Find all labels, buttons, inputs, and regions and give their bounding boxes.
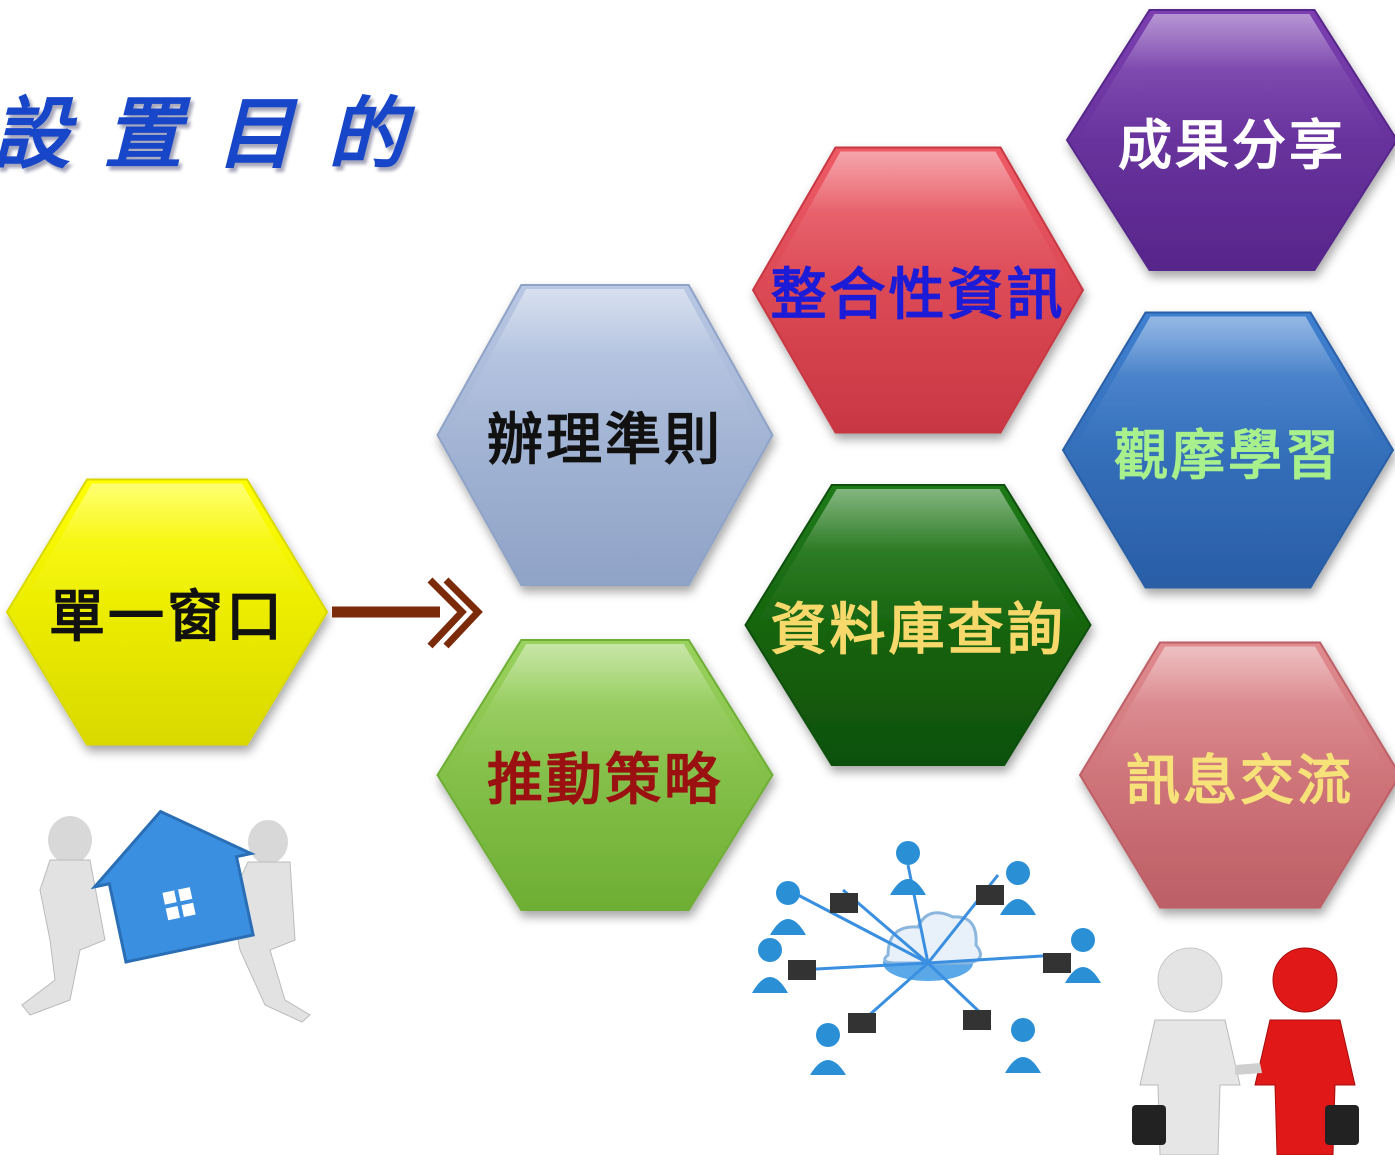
hexagon-gloss [1090,646,1390,775]
hexagon-label-single-window: 單一窗口 [49,584,285,650]
hexagon-label-message-exchange: 訊息交流 [1126,748,1354,812]
hexagon-guidelines [436,284,774,586]
hexagon-label-integrated-info: 整合性資訊 [770,262,1066,328]
hexagon-observation-learning [1061,311,1395,589]
hexagon-label-guidelines: 辦理準則 [487,407,723,473]
hexagon-label-database-query: 資料庫查詢 [770,597,1066,663]
hexagon-database-query [744,484,1092,766]
hexagon-results-sharing [1065,9,1395,271]
house-movers-icon [21,809,311,1023]
hexagon-label-strategy: 推動策略 [487,747,723,813]
cloud-network-icon [752,841,1101,1075]
arrow-head-2 [443,577,483,649]
hexagon-gloss [447,289,763,435]
hexagon-message-exchange [1078,641,1395,909]
page-title: 設置目的 [0,89,441,180]
hexagon-gloss [763,151,1073,290]
hexagon-gloss [1077,14,1387,140]
hexagon-label-results-sharing: 成果分享 [1118,113,1346,177]
hexagon-strategy [436,639,774,911]
hexagon-label-observation-learning: 觀摩學習 [1114,423,1342,487]
arrow-head-1 [427,577,467,649]
hexagon-single-window [5,478,329,746]
hexagon-gloss [447,644,763,775]
flow-arrow [332,577,483,649]
hexagon-gloss [17,483,317,612]
hexagon-gloss [755,489,1081,625]
hexagon-gloss [1073,316,1383,450]
handshake-icon [1132,947,1359,1155]
hexagon-integrated-info [751,146,1085,434]
